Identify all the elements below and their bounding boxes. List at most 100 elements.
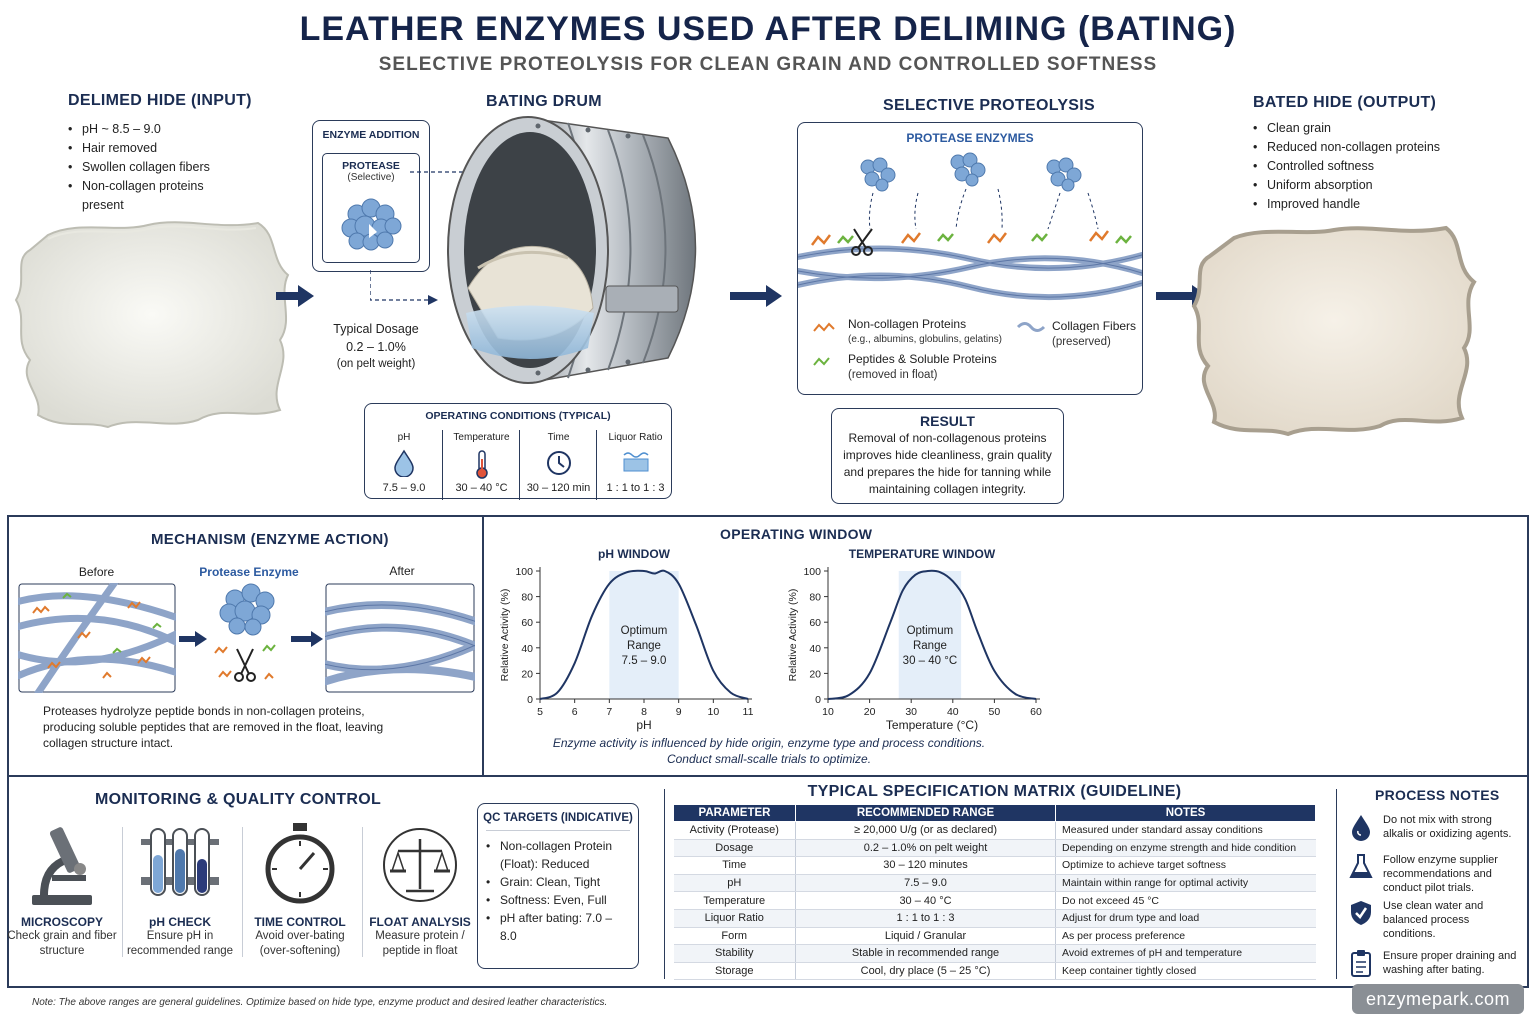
table-header: NOTES [1055,804,1316,822]
table-cell: Cool, dry place (5 – 25 °C) [795,962,1056,981]
monitoring-item-title: FLOAT ANALYSIS [369,915,471,929]
proteolysis-box: PROTEASE ENZYMES [797,122,1143,395]
table-cell: 30 – 120 minutes [795,856,1056,875]
qc-title: QC TARGETS (INDICATIVE) [483,812,633,824]
legend-peptides-note: (removed in float) [848,369,938,381]
mechanism-title: MECHANISM (ENZYME ACTION) [151,531,389,548]
divider [122,827,123,957]
thermometer-icon [443,449,520,482]
legend-peptides: Peptides & Soluble Proteins [848,352,997,366]
legend-collagen: Collagen Fibers [1052,319,1137,333]
x-tick-label: 20 [864,706,876,718]
x-tick-label: 6 [572,706,578,718]
result-title: RESULT [920,413,975,429]
legend-collagen-note: (preserved) [1052,336,1111,348]
after-fibers-image [325,583,475,693]
table-cell: Temperature [673,891,796,910]
y-axis-label: Relative Activity (%) [787,589,799,682]
result-box: RESULT Removal of non-collagenous protei… [831,408,1064,504]
table-cell: As per process preference [1055,927,1316,946]
proteolysis-title: SELECTIVE PROTEOLYSIS [883,97,1095,114]
table-cell: Liquor Ratio [673,909,796,928]
divider [362,827,363,957]
table-cell: Time [673,856,796,875]
peptides-legend-icon [813,357,830,366]
window-note-1: Enzyme activity is influenced by hide or… [552,736,986,750]
y-tick-label: 80 [809,592,821,604]
y-tick-label: 20 [521,668,533,680]
divider [242,827,243,957]
window-note-2: Conduct small-scalle trials to optimize. [666,752,872,766]
list-item: Non-collagen proteins present [68,177,228,215]
list-item: pH ~ 8.5 – 9.0 [68,120,228,139]
droplet-icon [1349,813,1373,841]
table-cell: Stable in recommended range [795,944,1056,963]
flask-icon [1349,853,1373,879]
page-title: LEATHER ENZYMES USED AFTER DELIMING (BAT… [299,10,1237,48]
y-axis-label: Relative Activity (%) [499,589,511,682]
x-tick-label: 8 [641,706,647,718]
table-cell: Form [673,927,796,946]
conditions-title: OPERATING CONDITIONS (TYPICAL) [425,410,611,422]
y-tick-label: 0 [815,694,821,706]
table-cell: 30 – 40 °C [795,891,1056,910]
microscope-icon [7,817,117,909]
protease-enzymes-label: PROTEASE ENZYMES [906,131,1034,145]
optimum-range-band [609,571,679,699]
footer-note: Note: The above ranges are general guide… [32,997,608,1008]
table-cell: Activity (Protease) [673,821,796,840]
table-cell: ≥ 20,000 U/g (or as declared) [795,821,1056,840]
process-note-text: Use clean water and balanced process con… [1383,900,1484,940]
x-tick-label: 5 [537,706,543,718]
optimum-label: 30 – 40 °C [903,655,957,667]
condition-value: 1 : 1 to 1 : 3 [606,482,665,494]
y-tick-label: 100 [803,566,821,578]
monitoring-title: MONITORING & QUALITY CONTROL [95,791,382,808]
monitoring-item-desc: Measure protein / peptide in float [375,930,465,957]
y-tick-label: 60 [809,617,821,629]
mechanism-text: Proteases hydrolyze peptide bonds in non… [43,704,384,750]
list-item: Clean grain [1253,119,1453,138]
table-cell: pH [673,874,796,893]
process-note-text: Do not mix with strong alkalis or oxidiz… [1383,814,1512,840]
shield-check-icon [1349,899,1373,925]
table-row: Activity (Protease)≥ 20,000 U/g (or as d… [673,821,1316,840]
legend-noncollagen-eg: (e.g., albumins, globulins, gelatins) [848,334,1002,345]
table-cell: Avoid extremes of pH and temperature [1055,944,1316,963]
condition-label: pH [397,432,411,443]
arrow-right-icon [179,631,207,647]
x-tick-label: 60 [1030,706,1042,718]
monitoring-item-title: TIME CONTROL [254,915,346,929]
clock-icon [520,449,597,480]
table-cell: 7.5 – 9.0 [795,874,1056,893]
bating-drum-image [447,116,697,384]
y-tick-label: 40 [809,643,821,655]
dosage-label: Typical Dosage [333,322,419,336]
x-tick-label: 50 [989,706,1001,718]
divider [1336,789,1337,979]
list-item: Non-collagen Protein (Float): Reduced [486,837,632,873]
page-subtitle: SELECTIVE PROTEOLYSIS FOR CLEAN GRAIN AN… [378,54,1158,75]
collagen-legend-icon [1016,322,1046,332]
optimum-range-band [898,571,962,699]
list-item: Grain: Clean, Tight [486,873,632,891]
y-tick-label: 80 [521,592,533,604]
process-notes-list: Do not mix with strong alkalis or oxidiz… [1349,813,1529,983]
list-item: Reduced non-collagen proteins [1253,138,1453,157]
enzyme-addition-box: ENZYME ADDITION PROTEASE (Selective) [312,120,430,272]
list-item: Hair removed [68,139,228,158]
arrow-right-icon [291,631,323,647]
clipboard-icon [1349,949,1373,977]
arrow-right-icon [730,285,782,307]
list-item: Controlled softness [1253,157,1453,176]
stopwatch-icon [245,817,355,909]
